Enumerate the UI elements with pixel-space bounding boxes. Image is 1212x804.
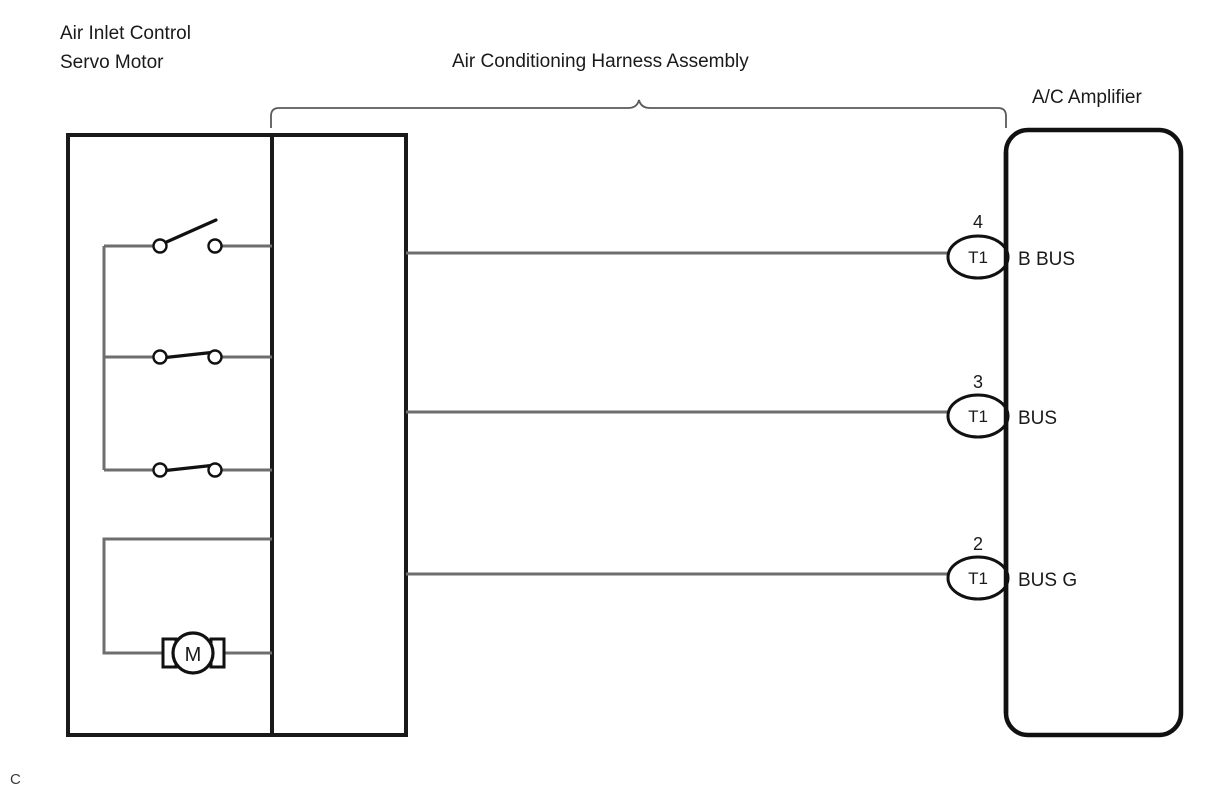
terminal-pin-2-signal: BUS G (1018, 570, 1077, 591)
ac-amplifier-box (1003, 127, 1184, 738)
switch-1-blade (160, 218, 218, 246)
motor-symbol-letter: M (185, 644, 202, 666)
harness-assembly-label: Air Conditioning Harness Assembly (452, 51, 749, 72)
servo-motor-label-line1: Air Inlet Control (60, 23, 191, 44)
switch-contact-2 (104, 349, 272, 365)
harness-to-amplifier-wires (406, 251, 955, 576)
switch-2-contact-left (152, 349, 168, 365)
terminal-pin-4-signal: B BUS (1018, 249, 1075, 270)
corner-mark-label: C (10, 771, 21, 788)
terminal-pin-4-number: 4 (973, 212, 983, 232)
harness-brace (270, 99, 1007, 128)
switch-2-blade (159, 350, 218, 360)
terminal-pin-3: 3 T1 BUS (946, 372, 1057, 439)
switch-2-contact-right (207, 349, 223, 365)
switch-1-contact-left (152, 238, 168, 254)
switch-contact-1 (104, 218, 272, 254)
switch-3-contact-left (152, 462, 168, 478)
switch-3-contact-right (207, 462, 223, 478)
motor-circuit-group: M (102, 537, 272, 675)
motor-loop-wire-left (102, 537, 272, 655)
terminal-pin-3-code: T1 (968, 407, 988, 426)
terminal-pin-4-code: T1 (968, 248, 988, 267)
terminal-pin-3-number: 3 (973, 372, 983, 392)
switch-circuit-group (102, 218, 272, 478)
terminal-pin-2-code: T1 (968, 569, 988, 588)
motor-symbol-circle (171, 631, 215, 675)
terminal-pin-2-number: 2 (973, 534, 983, 554)
servo-motor-label-line2: Servo Motor (60, 52, 164, 73)
switch-1-contact-right (207, 238, 223, 254)
switch-contact-3 (104, 462, 272, 478)
switch-3-blade (159, 463, 218, 473)
ac-amplifier-label: A/C Amplifier (1032, 87, 1142, 108)
terminal-pin-3-signal: BUS (1018, 408, 1057, 429)
harness-connector-box (270, 133, 408, 737)
